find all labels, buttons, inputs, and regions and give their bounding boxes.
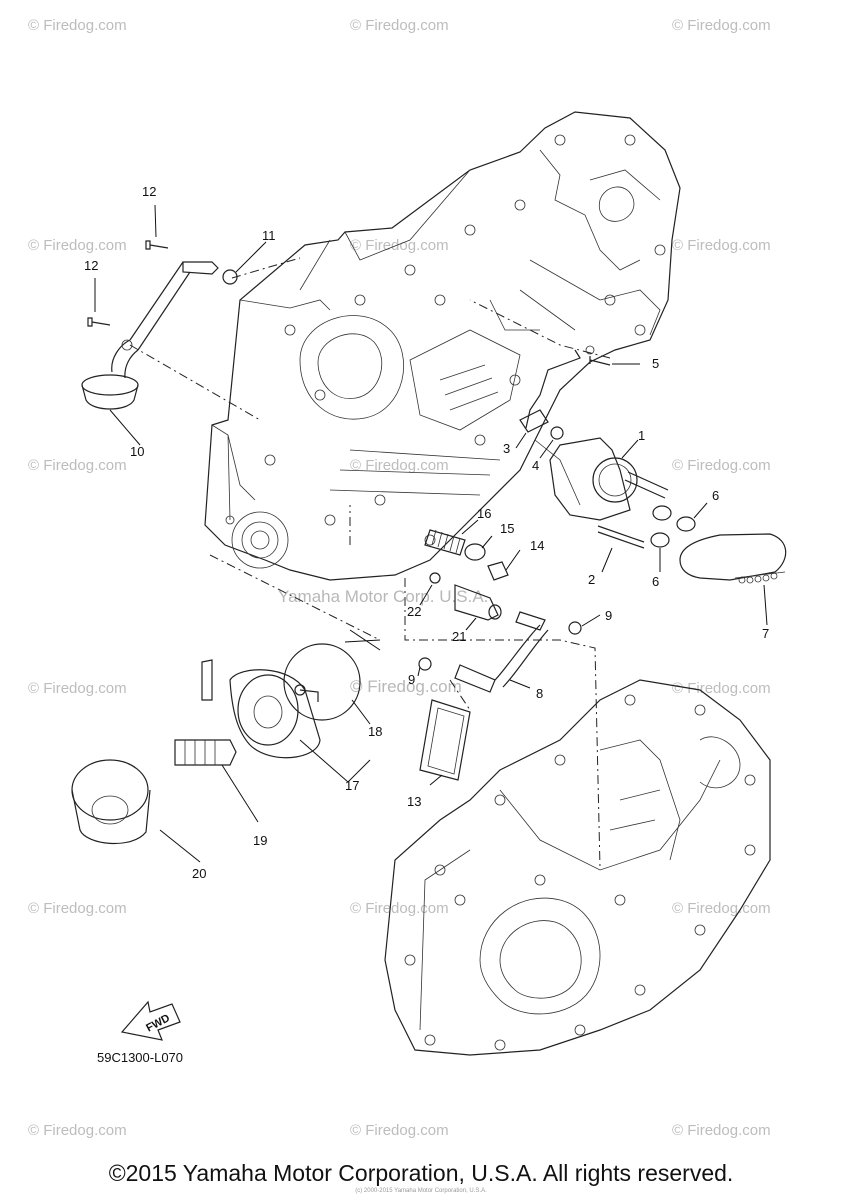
upper-crankcase [204,111,681,581]
callout-7: 7 [762,626,769,641]
watermark: © Firedog.com [672,457,771,474]
watermark: © Firedog.com [672,680,771,697]
callout-12a: 12 [142,184,156,199]
callout-11: 11 [262,228,276,243]
callout-6b: 6 [652,574,659,589]
callout-18: 18 [368,724,382,739]
callout-3: 3 [503,441,510,456]
callout-20: 20 [192,866,206,881]
center-watermark: Yamaha Motor Corp. U.S.A. [278,587,488,606]
reference-lines [129,257,611,869]
watermark: © Firedog.com [350,457,449,474]
callout-9b: 9 [408,672,415,687]
watermark: © Firedog.com [350,900,449,917]
relief-valve-assembly [424,529,509,621]
watermark: © Firedog.com [672,1122,771,1139]
watermark: © Firedog.com [350,17,449,34]
callout-13: 13 [407,794,421,809]
callout-21: 21 [452,629,466,644]
center-watermark: © Firedog.com [350,677,462,696]
watermark: © Firedog.com [28,237,127,254]
strainer-assembly [81,240,238,410]
copyright-notice: ©2015 Yamaha Motor Corporation, U.S.A. A… [108,1160,734,1186]
watermark: © Firedog.com [350,1122,449,1139]
callout-2: 2 [588,572,595,587]
callout-8: 8 [536,686,543,701]
callout-19: 19 [253,833,267,848]
callout-17: 17 [345,778,359,793]
callout-14: 14 [530,538,544,553]
fine-print: (c) 2000-2015 Yamaha Motor Corporation, … [355,1188,487,1194]
callout-5: 5 [652,356,659,371]
oil-pump-assembly [519,349,787,584]
watermark: © Firedog.com [28,457,127,474]
callout-22: 22 [407,604,421,619]
watermark: © Firedog.com [672,17,771,34]
oil-filter-assembly [71,643,471,844]
callout-1: 1 [638,428,645,443]
watermark: © Firedog.com [672,237,771,254]
callouts: 1 2 3 4 5 6 6 7 8 9 9 10 11 12 12 13 14 … [84,184,769,881]
watermark: © Firedog.com [28,680,127,697]
watermark: © Firedog.com [28,900,127,917]
callout-9a: 9 [605,608,612,623]
callout-16: 16 [477,506,491,521]
callout-10: 10 [130,444,144,459]
callout-4: 4 [532,458,539,473]
watermarks: © Firedog.com © Firedog.com © Firedog.co… [28,17,771,1139]
watermark: © Firedog.com [28,17,127,34]
crankcase-cover [384,679,771,1056]
callout-6a: 6 [712,488,719,503]
oil-pipe-assembly [418,611,582,693]
watermark: © Firedog.com [28,1122,127,1139]
fwd-arrow-icon: FWD [120,1000,181,1041]
leader-lines [94,204,768,863]
watermark: © Firedog.com [672,900,771,917]
watermark: © Firedog.com [350,237,449,254]
callout-15: 15 [500,521,514,536]
callout-12b: 12 [84,258,98,273]
diagram-code: 59C1300-L070 [97,1050,183,1065]
